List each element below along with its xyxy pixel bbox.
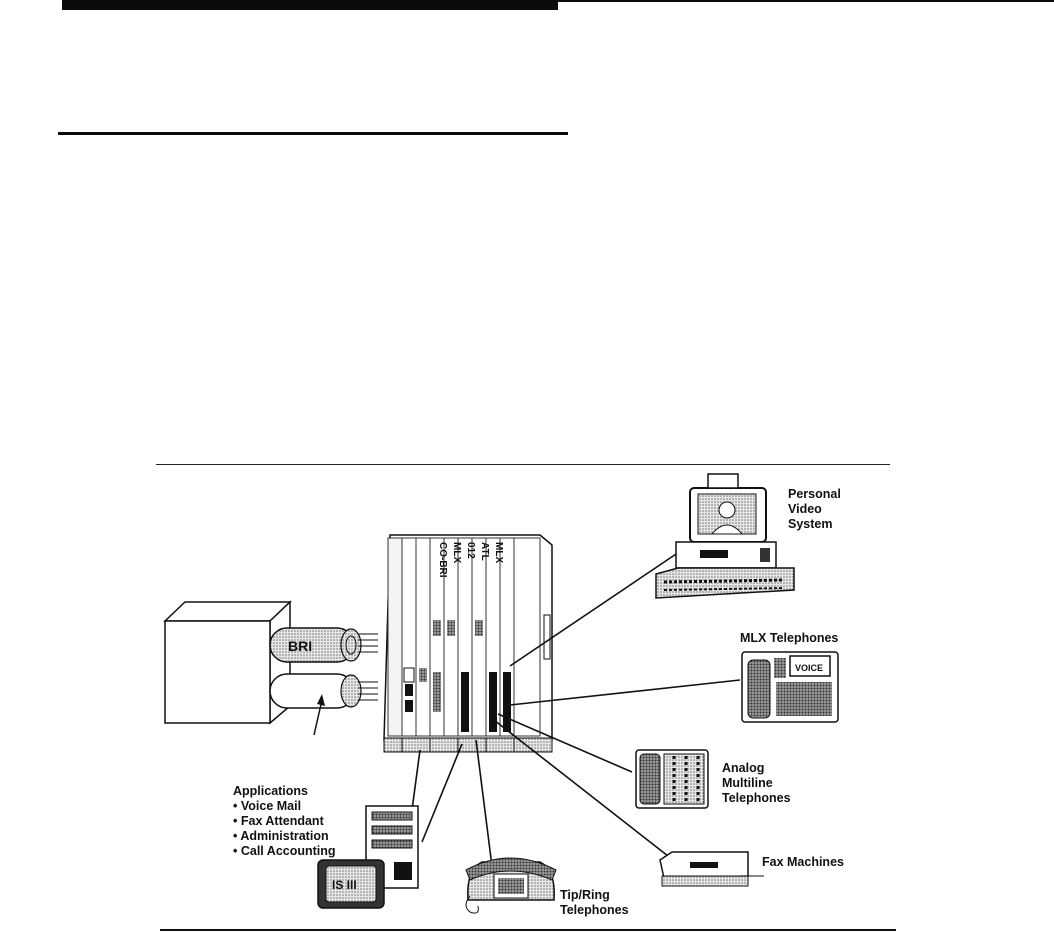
control-unit-cabinet: CO-BRI MLX 012 ATL MLX <box>383 534 553 753</box>
module-label-mlx-1: MLX <box>451 542 462 563</box>
mlx-telephones-label: MLX Telephones <box>740 631 838 645</box>
bri-label: BRI <box>288 638 312 654</box>
fax-machine-icon <box>659 851 764 887</box>
mlx-telephone-icon: VOICE <box>741 651 839 723</box>
isdn-screen-label: IS III <box>332 878 357 892</box>
tip-ring-label-1: Tip/Ring <box>560 888 610 902</box>
personal-video-system-icon <box>655 473 795 599</box>
personal-video-label-3: System <box>788 517 832 531</box>
trunk-cable <box>269 673 378 736</box>
personal-video-label-1: Personal <box>788 487 841 501</box>
voice-display-label: VOICE <box>795 663 823 673</box>
analog-multiline-label-3: Telephones <box>722 791 791 805</box>
applications-item-3: • Administration <box>233 829 329 843</box>
bri-cable: BRI <box>269 627 378 663</box>
personal-video-label-2: Video <box>788 502 822 516</box>
top-rule-thin <box>558 0 1054 2</box>
module-label-mlx-2: MLX <box>493 542 504 563</box>
network-interface-box <box>163 600 292 725</box>
applications-item-1: • Voice Mail <box>233 799 301 813</box>
top-rule-thick <box>62 0 558 10</box>
analog-multiline-telephone-icon <box>635 749 709 809</box>
fax-machines-label: Fax Machines <box>762 855 844 869</box>
analog-multiline-label-1: Analog <box>722 761 764 775</box>
figure-top-rule <box>156 464 890 465</box>
applications-title: Applications <box>233 784 308 798</box>
applications-item-2: • Fax Attendant <box>233 814 325 828</box>
module-label-atl: ATL <box>479 542 490 561</box>
module-label-012: 012 <box>465 542 476 559</box>
applications-item-4: • Call Accounting <box>233 844 336 858</box>
figure-bottom-rule <box>160 929 896 931</box>
analog-multiline-label-2: Multiline <box>722 776 773 790</box>
tip-ring-telephone-icon <box>465 857 557 914</box>
tip-ring-label-2: Telephones <box>560 903 629 917</box>
applications-pc-icon: IS III <box>317 805 419 909</box>
section-rule <box>58 132 568 135</box>
module-label-co-bri: CO-BRI <box>437 542 448 578</box>
